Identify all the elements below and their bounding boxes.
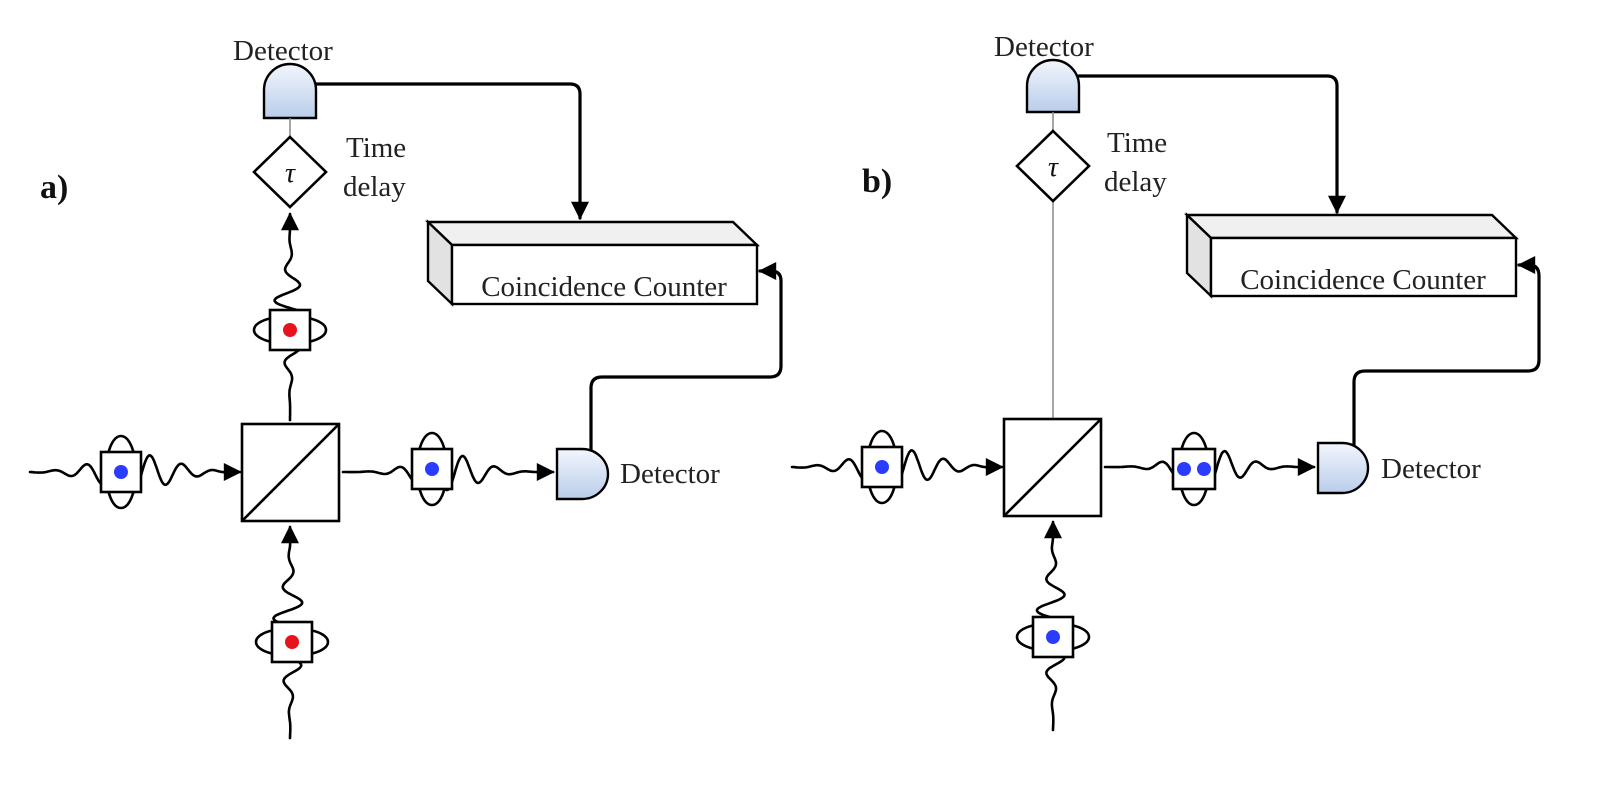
right-detector-label: Detector [620, 458, 720, 490]
panel-a: a) Detector τ Time delay Coincidence Cou… [28, 35, 783, 740]
panel-b: b) Detector τ Time delay Coincidence Cou… [790, 31, 1541, 732]
time-delay-label-line1: Time [346, 132, 406, 164]
coincidence-counter: Coincidence Counter [425, 219, 760, 307]
time-delay-icon [1015, 129, 1091, 203]
tau-symbol: τ [285, 158, 296, 189]
photon-box [410, 447, 454, 491]
panel-label: a) [40, 169, 68, 206]
photon-bottom-input [1015, 615, 1091, 659]
photon-box [99, 450, 143, 494]
photon-dot-blue [425, 462, 439, 476]
detector-to-counter-wire [314, 82, 589, 220]
counter-label: Coincidence Counter [481, 271, 727, 303]
photon-left-input [860, 429, 904, 505]
tau-symbol: τ [1048, 152, 1059, 183]
photon-left-input [99, 434, 143, 510]
top-detector-label: Detector [233, 35, 333, 67]
top-detector-icon [1025, 58, 1081, 114]
coincidence-counter: Coincidence Counter [1184, 212, 1519, 299]
photon-dot-red [283, 323, 297, 337]
photon-bottom-input [254, 620, 330, 664]
photon-dot-blue [114, 465, 128, 479]
photon-dot-blue [1197, 462, 1211, 476]
photon-dot-blue [875, 460, 889, 474]
right-detector-wire [589, 262, 783, 454]
time-delay-icon [252, 135, 328, 209]
time-delay-label-line2: delay [1104, 166, 1167, 198]
photon-right-output [410, 431, 454, 507]
counter-label: Coincidence Counter [1240, 264, 1486, 296]
right-detector-label: Detector [1381, 453, 1481, 485]
top-detector-icon [262, 62, 318, 120]
right-detector-icon [1316, 441, 1370, 495]
detector-to-counter-wire [1077, 74, 1346, 214]
right-detector-wire [1352, 256, 1541, 449]
photon-dot-red [285, 635, 299, 649]
photon-dot-blue [1177, 462, 1191, 476]
photon-dot-blue [1046, 630, 1060, 644]
photon-right-output [1171, 431, 1217, 507]
panel-label: b) [862, 163, 892, 200]
right-detector-icon [555, 447, 610, 501]
photon-top-output [252, 308, 328, 352]
time-delay-label-line2: delay [343, 171, 406, 203]
time-delay-label-line1: Time [1107, 127, 1167, 159]
top-detector-label: Detector [994, 31, 1094, 63]
